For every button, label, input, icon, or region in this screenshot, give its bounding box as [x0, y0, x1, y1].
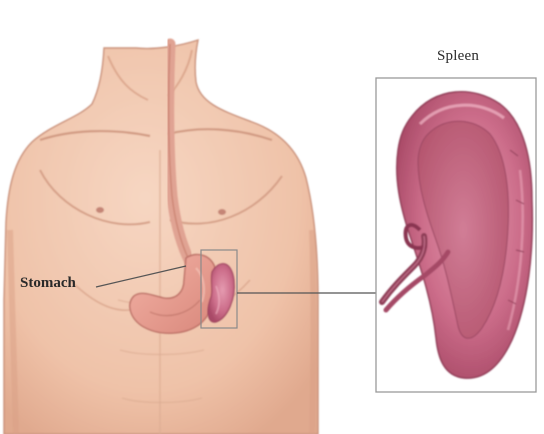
torso [4, 40, 318, 434]
stomach-label: Stomach [20, 276, 76, 291]
spleen-label: Spleen [437, 49, 479, 64]
spleen-inset [376, 78, 536, 392]
torso-silhouette [4, 40, 318, 434]
